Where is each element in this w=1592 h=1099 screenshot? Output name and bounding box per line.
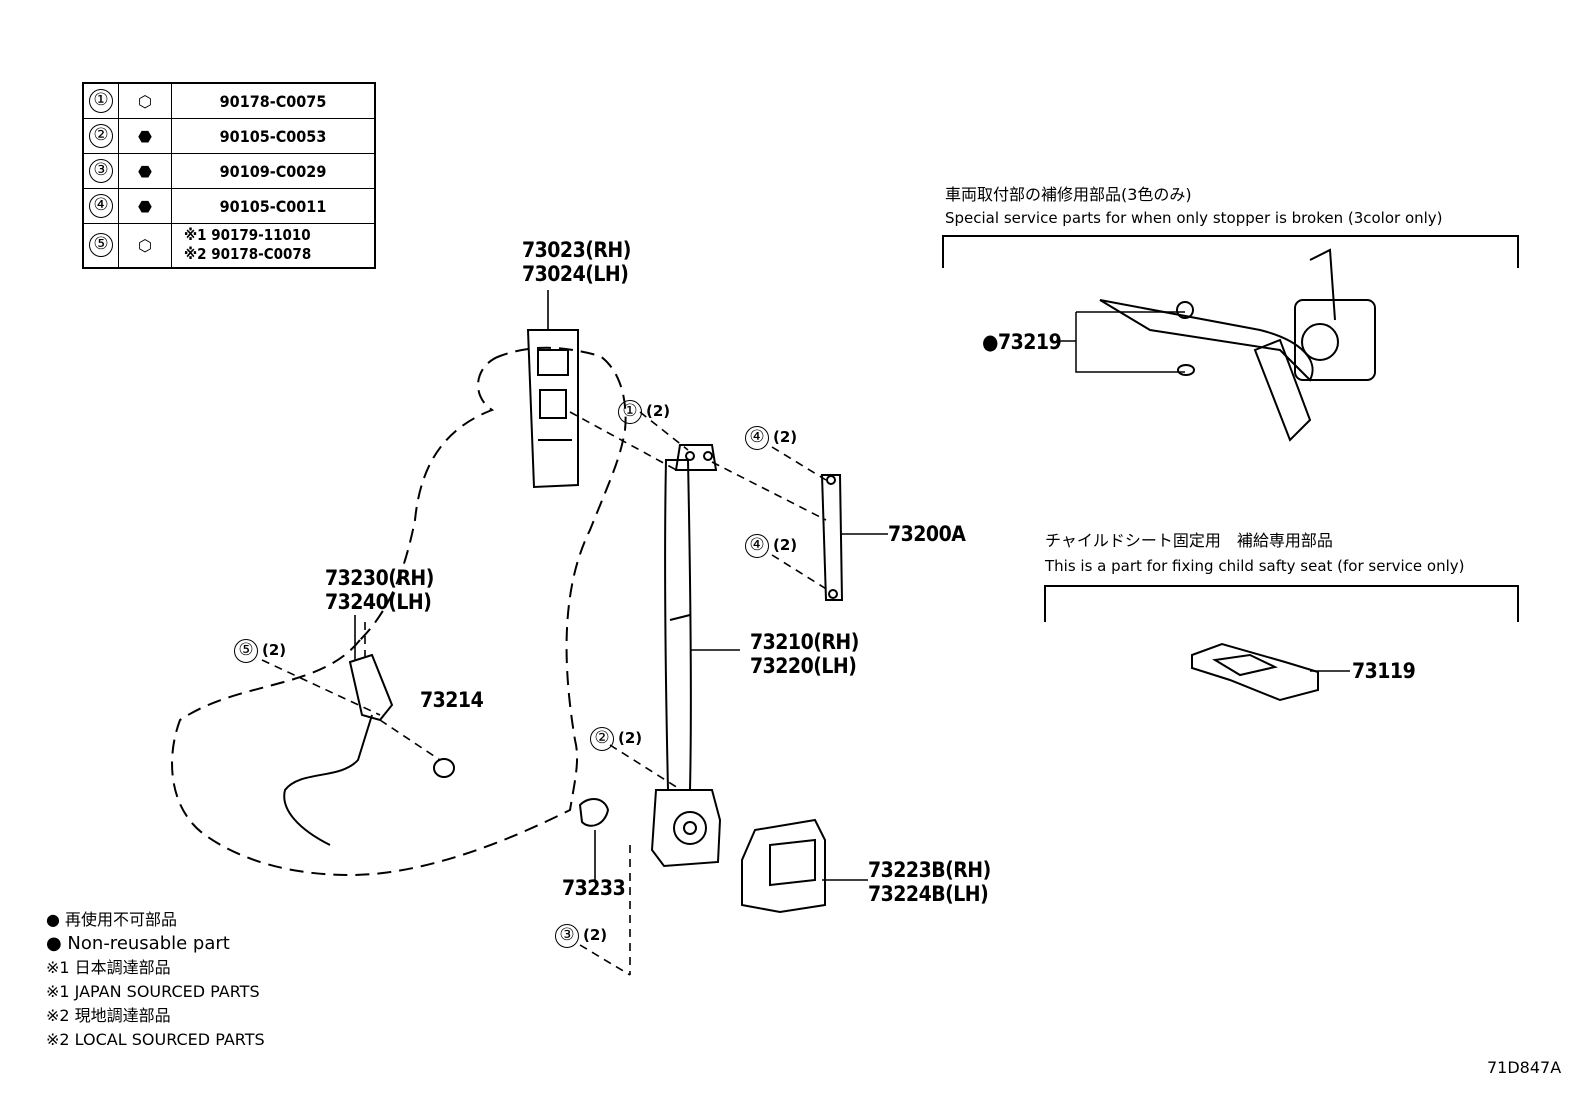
label-73119: 73119 <box>1352 659 1416 683</box>
row-number: ⑤ <box>89 233 113 258</box>
callout-5: ⑤(2) <box>234 639 286 663</box>
callout-number: ⑤ <box>234 639 258 663</box>
child-seat-panel-frame <box>1044 585 1519 702</box>
long-bolt-icon: ⬣ <box>138 161 152 181</box>
callout-number: ① <box>618 400 642 424</box>
callout-number: ④ <box>745 534 769 558</box>
part-number: 90105-C0011 <box>171 188 376 224</box>
label-73223b: 73223B(RH) <box>868 858 991 882</box>
legend: ● 再使用不可部品 ● Non-reusable part ※1 日本調達部品 … <box>46 908 265 1052</box>
label-73200a: 73200A <box>888 522 966 546</box>
row-number: ③ <box>89 159 113 183</box>
seat-outline <box>171 346 627 877</box>
legend-japan-sourced-jp: ※1 日本調達部品 <box>46 958 171 977</box>
part-number: 90178-C0075 <box>171 82 376 119</box>
retractor-cover <box>741 818 826 914</box>
label-73240: 73240(LH) <box>325 590 432 614</box>
row-number: ① <box>89 89 113 113</box>
guide-73233 <box>578 798 610 827</box>
table-row: ④ ⬣ 90105-C0011 <box>82 188 376 224</box>
part-number-local: ※2 90178-C0078 <box>184 245 312 264</box>
fastener-table: ① ⬡ 90178-C0075 ② ⬣ 90105-C0053 ③ ⬣ 9010… <box>82 82 376 269</box>
table-row: ③ ⬣ 90109-C0029 <box>82 153 376 189</box>
child-seat-panel-title-jp: チャイルドシート固定用 補給専用部品 <box>1045 531 1333 550</box>
nut-icon: ⬡ <box>138 235 152 255</box>
label-73224b: 73224B(LH) <box>868 882 989 906</box>
label-73024: 73024(LH) <box>522 262 629 286</box>
legend-non-reusable-en: ● Non-reusable part <box>46 933 230 954</box>
callout-quantity: (2) <box>646 402 671 420</box>
flange-bolt-icon: ⬣ <box>138 126 152 146</box>
callout-1: ①(2) <box>618 400 670 424</box>
legend-local-sourced-en: ※2 LOCAL SOURCED PARTS <box>46 1030 265 1049</box>
retractor <box>650 789 722 868</box>
callout-quantity: (2) <box>583 926 608 944</box>
row-number: ② <box>89 124 113 148</box>
stopper-panel-title-en: Special service parts for when only stop… <box>945 209 1443 227</box>
nut-icon: ⬡ <box>138 91 152 111</box>
part-number: 90109-C0029 <box>171 153 376 189</box>
cover-73214 <box>433 758 455 778</box>
callout-4-lower: ④(2) <box>745 534 797 558</box>
part-number-japan: ※1 90179-11010 <box>184 226 311 245</box>
callout-quantity: (2) <box>773 536 798 554</box>
callout-quantity: (2) <box>262 641 287 659</box>
stopper-panel-title-jp: 車両取付部の補修用部品(3色のみ) <box>945 185 1192 204</box>
table-row: ② ⬣ 90105-C0053 <box>82 118 376 154</box>
part-number: 90105-C0053 <box>171 118 376 154</box>
callout-3: ③(2) <box>555 924 607 948</box>
legend-non-reusable-jp: ● 再使用不可部品 <box>46 910 178 929</box>
buckle <box>283 653 394 846</box>
callout-number: ④ <box>745 426 769 450</box>
label-73214: 73214 <box>420 688 484 712</box>
table-row: ① ⬡ 90178-C0075 <box>82 82 376 119</box>
callout-quantity: (2) <box>773 428 798 446</box>
callout-2: ②(2) <box>590 727 642 751</box>
plate-73119 <box>1191 642 1319 702</box>
pillar-cover <box>526 329 579 489</box>
label-73219: ●73219 <box>982 330 1062 354</box>
callout-number: ③ <box>555 924 579 948</box>
label-73023: 73023(RH) <box>522 238 631 262</box>
callout-quantity: (2) <box>618 729 643 747</box>
callout-number: ② <box>590 727 614 751</box>
stopper-panel-frame <box>942 235 1519 442</box>
label-73210: 73210(RH) <box>750 630 859 654</box>
child-seat-panel-title-en: This is a part for fixing child safty se… <box>1045 557 1465 575</box>
figure-id: 71D847A <box>1487 1058 1562 1077</box>
legend-japan-sourced-en: ※1 JAPAN SOURCED PARTS <box>46 982 260 1001</box>
height-adjuster <box>820 474 844 601</box>
table-row: ⑤ ⬡ ※1 90179-11010 ※2 90178-C0078 <box>82 223 376 268</box>
legend-local-sourced-jp: ※2 現地調達部品 <box>46 1006 171 1025</box>
label-73233: 73233 <box>562 876 626 900</box>
row-number: ④ <box>89 194 113 218</box>
label-73220: 73220(LH) <box>750 654 857 678</box>
label-73230: 73230(RH) <box>325 566 434 590</box>
belt-webbing <box>664 444 718 791</box>
callout-4-upper: ④(2) <box>745 426 797 450</box>
flange-bolt-icon: ⬣ <box>138 196 152 216</box>
